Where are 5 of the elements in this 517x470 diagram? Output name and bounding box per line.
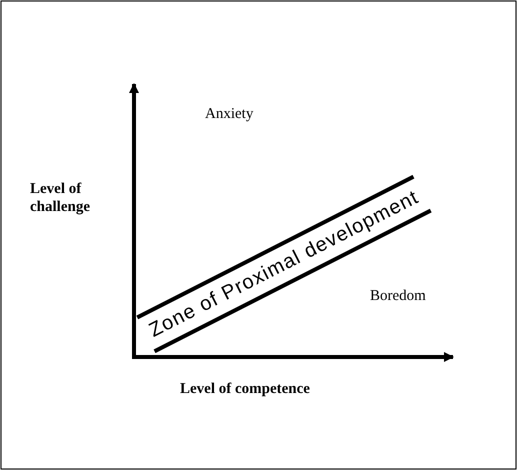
zone-band [136, 174, 432, 354]
axis-title: Level of challenge [30, 180, 91, 216]
quadrant-label: Boredom [370, 287, 427, 305]
axis-title: Level of competence [180, 380, 311, 398]
quadrant-label: Anxiety [205, 105, 254, 123]
